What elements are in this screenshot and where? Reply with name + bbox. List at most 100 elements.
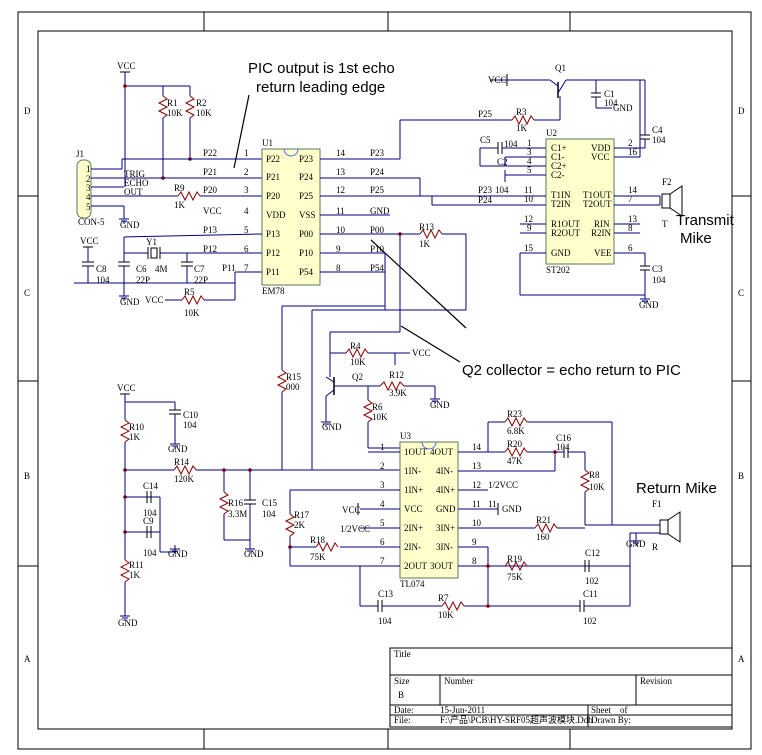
- schematic-label: GND: [551, 248, 571, 258]
- schematic-label: P25: [370, 185, 385, 195]
- schematic-label: 4: [380, 499, 385, 509]
- schematic-label: 1K: [174, 200, 186, 210]
- revision-label: Revision: [640, 676, 673, 686]
- schematic-label: 4: [527, 156, 532, 166]
- schematic-label: 10K: [167, 108, 183, 118]
- schematic-label: VCC: [145, 295, 164, 305]
- schematic-label: ECHO: [124, 178, 149, 188]
- schematic-label: 10K: [184, 308, 200, 318]
- schematic-label: 6: [380, 537, 385, 547]
- schematic-label: VDD: [591, 143, 611, 153]
- schematic-label: 9: [336, 244, 341, 254]
- annotation-q2-collector: Q2 collector = echo return to PIC: [462, 362, 681, 379]
- schematic-label: Y1: [146, 237, 157, 247]
- schematic-label: T: [662, 219, 668, 229]
- schematic-label: 1IN+: [404, 485, 423, 495]
- schematic-label: 2: [628, 138, 633, 148]
- pullup-resistors: VCC R1 10K R2 10K: [117, 61, 212, 187]
- schematic-label: C2: [497, 157, 508, 167]
- schematic-label: 10: [336, 225, 346, 235]
- schematic-label: 10K: [196, 108, 212, 118]
- schematic-label: 104: [143, 508, 157, 518]
- schematic-label: 13: [336, 167, 346, 177]
- schematic-label: T1OUT: [583, 190, 612, 200]
- schematic-label: C7: [194, 264, 205, 274]
- schematic-label: C2+: [551, 161, 567, 171]
- schematic-label: R17: [294, 510, 310, 520]
- schematic-label: RIN: [594, 219, 610, 229]
- schematic-label: 8: [336, 263, 341, 273]
- schematic-label: 16: [628, 147, 638, 157]
- schematic-label: 104: [495, 185, 509, 195]
- schematic-label: J1: [76, 149, 84, 159]
- schematic-label: GND: [436, 504, 456, 514]
- schematic-label: C6: [136, 264, 147, 274]
- schematic-label: 3.9K: [389, 388, 407, 398]
- schematic-label: 14: [336, 148, 346, 158]
- row-label-c: C: [24, 288, 30, 298]
- schematic-label: GND: [613, 103, 633, 113]
- schematic-label: C14: [143, 481, 159, 491]
- schematic-label: 104: [652, 135, 666, 145]
- schematic-label: 14: [472, 442, 482, 452]
- schematic-label: P22: [266, 154, 280, 164]
- schematic-label: R21: [536, 515, 551, 525]
- schematic-label: F2: [662, 177, 672, 187]
- schematic-label: P24: [370, 167, 385, 177]
- schematic-label: 3OUT: [430, 561, 453, 571]
- schematic-label: 8: [628, 223, 633, 233]
- sheet-border: D C B A D C B A: [17, 11, 752, 750]
- schematic-label: P00: [370, 225, 385, 235]
- schematic-label: 1: [380, 442, 385, 452]
- schematic-label: 000: [286, 382, 300, 392]
- schematic-label: 2K: [294, 520, 306, 530]
- j1-u1-wires: R9 1K P22 P21 P20 VCC P13 P12 P11: [121, 148, 262, 273]
- schematic-label: VCC: [342, 505, 361, 515]
- schematic-label: 4IN+: [436, 485, 455, 495]
- schematic-label: R2IN: [591, 228, 612, 238]
- schematic-label: P21: [203, 167, 217, 177]
- schematic-label: VSS: [299, 210, 316, 220]
- schematic-label: 160: [536, 532, 550, 542]
- title-label: Title: [394, 649, 411, 659]
- annotation-pic-output-2: return leading edge: [256, 79, 385, 96]
- schematic-label: 102: [583, 616, 597, 626]
- schematic-label: 2: [380, 461, 385, 471]
- schematic-label: 9: [472, 537, 477, 547]
- schematic-label: 102: [585, 576, 599, 586]
- schematic-label: TL074: [400, 579, 425, 589]
- schematic-label: 1: [527, 138, 532, 148]
- date-value: 15-Jun-2011: [440, 705, 485, 715]
- r13-network: R13 1K: [311, 222, 467, 470]
- schematic-label: P00: [299, 229, 314, 239]
- schematic-label: 104: [604, 98, 618, 108]
- schematic-label: R: [652, 542, 658, 552]
- schematic-label: 2OUT: [404, 561, 427, 571]
- schematic-label: VDD: [266, 210, 286, 220]
- schematic-label: GND: [322, 422, 342, 432]
- schematic-label: R1: [167, 98, 178, 108]
- schematic-label: 104: [652, 275, 666, 285]
- schematic-label: C3: [652, 264, 663, 274]
- schematic-label: 11: [524, 185, 533, 195]
- schematic-label: R19: [507, 554, 523, 564]
- schematic-label: 104: [378, 616, 392, 626]
- schematic-label: 5: [244, 225, 249, 235]
- schematic-label: R12: [389, 370, 404, 380]
- schematic-label: 5: [380, 518, 385, 528]
- schematic-label: T2OUT: [583, 199, 612, 209]
- schematic-label: P13: [266, 229, 281, 239]
- schematic-label: P24: [478, 195, 493, 205]
- schematic-label: 7: [628, 194, 633, 204]
- schematic-label: 10: [472, 518, 482, 528]
- annotation-pic-output: PIC output is 1st echo: [248, 60, 395, 77]
- schematic-label: P23: [299, 154, 314, 164]
- schematic-label: TRIG: [124, 169, 145, 179]
- schematic-label: CON-5: [78, 217, 105, 227]
- schematic-label: 4OUT: [430, 447, 453, 457]
- schematic-label: ST202: [546, 265, 570, 275]
- schematic-label: 1K: [129, 432, 141, 442]
- schematic-label: P10: [370, 244, 385, 254]
- schematic-label: GND: [370, 206, 390, 216]
- q2-stage: VCC R4 10K GND Q2 GND R12 3.9K R6 10K: [320, 331, 450, 449]
